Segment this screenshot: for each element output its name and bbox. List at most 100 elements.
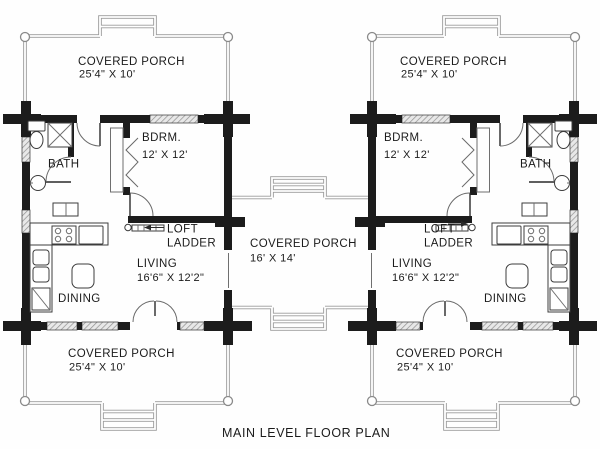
wall-segment: [570, 233, 578, 330]
wall-segment: [518, 322, 523, 330]
burner: [527, 227, 535, 235]
ladder-rungs: [443, 225, 463, 231]
window: [21, 136, 31, 163]
burner: [538, 235, 546, 243]
porch-post: [19, 31, 31, 43]
stove: [51, 225, 77, 245]
bath-door-swing: [528, 156, 555, 183]
window: [569, 209, 579, 234]
burner: [527, 235, 535, 243]
wall-segment: [450, 115, 500, 123]
right-living-label: LIVING: [392, 258, 432, 270]
bedroom-door-swing: [129, 192, 154, 217]
log-end-cross: [367, 308, 377, 345]
left-bath-label: BATH: [48, 159, 79, 171]
refrigerator: [496, 225, 522, 245]
right-unit-walls: [348, 101, 597, 345]
left-living-label: LIVING: [137, 258, 177, 270]
closet-wall-stub: [123, 123, 130, 138]
left-loft-label-2: LADDER: [167, 238, 216, 250]
left-unit-walls: [3, 101, 252, 345]
french-door-swing: [445, 300, 468, 323]
bedroom-door-swing: [446, 192, 471, 217]
burner: [538, 227, 546, 235]
porch-post: [569, 31, 581, 43]
porch-post: [366, 395, 378, 407]
window: [522, 321, 554, 331]
right-bedroom-dims: 12' X 12': [384, 149, 430, 161]
log-end-cross: [21, 308, 31, 345]
closets: [110, 127, 490, 193]
kitchen-sink: [550, 249, 568, 266]
wall-segment: [570, 162, 578, 210]
porch-post: [569, 395, 581, 407]
burner: [54, 235, 62, 243]
window: [569, 136, 579, 163]
window: [481, 321, 519, 331]
right-bath-label: BATH: [520, 159, 551, 171]
right-bottom-porch-dims: 25'4" X 10': [397, 362, 454, 374]
dining-table: [71, 263, 95, 289]
entry-door-swing: [499, 122, 524, 147]
ladder-post: [124, 223, 132, 232]
loft-arrow-head: [461, 221, 468, 227]
wall-segment: [420, 322, 423, 330]
labels: COVERED PORCH 25'4" X 10' BDRM. 12' X 12…: [48, 56, 551, 440]
wall-segment: [470, 322, 482, 330]
closet-wall-stub: [470, 123, 477, 138]
right-dining-label: DINING: [484, 293, 527, 305]
window: [395, 321, 421, 331]
center-porch-deck: [232, 176, 368, 331]
burner: [65, 227, 73, 235]
log-end-cross: [569, 308, 579, 345]
porch-post: [366, 31, 378, 43]
wall-segment: [177, 322, 180, 330]
wall-segment: [100, 115, 150, 123]
window: [46, 321, 78, 331]
wall-segment: [118, 322, 130, 330]
right-top-porch-label: COVERED PORCH: [400, 56, 507, 68]
burner: [54, 227, 62, 235]
doors: [45, 122, 555, 323]
dining-table: [505, 263, 529, 289]
right-bedroom-label: BDRM.: [384, 132, 423, 144]
shower-x: [527, 122, 553, 148]
closet-wall-stub: [123, 187, 130, 195]
right-bottom-porch-deck: [370, 332, 577, 431]
kitchen-sink: [550, 266, 568, 283]
refrigerator: [78, 225, 104, 245]
left-living-dims: 16'6" X 12'2": [137, 272, 204, 284]
toilet-tank: [554, 120, 573, 132]
bedroom-wall: [368, 216, 472, 223]
wall-segment: [224, 115, 232, 250]
window: [179, 321, 205, 331]
porch-post: [222, 31, 234, 43]
stove: [523, 225, 549, 245]
log-end-cross: [215, 217, 245, 227]
wall-segment: [368, 115, 376, 250]
plan-caption: MAIN LEVEL FLOOR PLAN: [222, 426, 390, 440]
right-loft-label-2: LADDER: [424, 238, 473, 250]
window: [149, 114, 199, 124]
toilet-bowl: [556, 131, 571, 149]
bath-door-swing: [45, 156, 72, 183]
bifold-doors: [125, 137, 139, 188]
wall-segment: [77, 322, 82, 330]
right-top-porch-deck: [370, 15, 577, 112]
shower-x: [47, 122, 73, 148]
window: [401, 114, 451, 124]
wall-segment: [22, 233, 30, 330]
closet-wall-stub: [470, 187, 477, 195]
left-top-porch-dims: 25'4" X 10': [79, 69, 136, 81]
left-dining-label: DINING: [58, 293, 101, 305]
toilet-tank: [27, 120, 46, 132]
left-bottom-porch-deck: [23, 332, 230, 431]
entry-door-swing: [76, 122, 101, 147]
bifold-doors: [461, 137, 475, 188]
log-end-cross: [223, 101, 233, 137]
ladder-rungs: [137, 225, 157, 231]
left-bottom-porch-dims: 25'4" X 10': [69, 362, 126, 374]
center-porch-dims: 16' X 14': [250, 253, 296, 265]
kitchen-sink: [32, 266, 50, 283]
